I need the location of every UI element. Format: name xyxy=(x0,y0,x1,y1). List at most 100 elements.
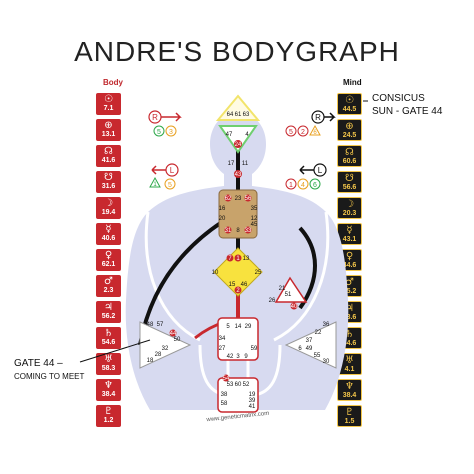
gate-55: 55 xyxy=(314,353,321,359)
mind-mars-value: 35.2 xyxy=(342,288,357,295)
right-arrow-top: R 5 2 6 xyxy=(285,110,336,137)
mind-sun-tile: ☉44.5 xyxy=(337,93,362,115)
gate-1: 1 xyxy=(236,256,240,262)
saturn-icon: ♄ xyxy=(345,329,354,340)
gate-32: 32 xyxy=(162,346,169,352)
gate-60: 60 xyxy=(235,382,242,388)
tone-number: 1 xyxy=(289,182,293,189)
gate-63: 63 xyxy=(243,112,250,118)
base-circle xyxy=(309,178,321,190)
mind-jupiter-value: 33.6 xyxy=(342,314,357,321)
sun-icon: ☉ xyxy=(104,94,113,105)
mind-venus-value: 44.6 xyxy=(342,262,357,269)
venus-icon: ♀ xyxy=(104,250,113,261)
jupiter-icon: ♃ xyxy=(104,302,113,313)
g-center xyxy=(213,247,263,297)
body-neptune-value: 38.4 xyxy=(101,391,116,398)
sacral-center xyxy=(217,317,259,361)
base-number: 6 xyxy=(313,130,317,136)
color-number: 3 xyxy=(169,129,173,136)
saturn-icon: ♄ xyxy=(104,328,113,339)
conscious-sun-note-line1: CONSICUS xyxy=(372,93,425,104)
pluto-icon: ♇ xyxy=(345,407,354,418)
tone-number: 1 xyxy=(153,182,157,188)
color-circle xyxy=(297,178,309,190)
gate-47: 47 xyxy=(226,132,233,138)
body-pluto-value: 1.2 xyxy=(103,417,114,424)
body-sun-tile: ☉7.1 xyxy=(96,93,121,115)
body-mars-value: 2.3 xyxy=(103,287,114,294)
gate-30: 30 xyxy=(323,359,330,365)
mind-uranus-value: 4.1 xyxy=(344,366,355,373)
gate-33: 33 xyxy=(245,228,252,234)
pluto-icon: ♇ xyxy=(104,406,113,417)
solar-plexus-center xyxy=(284,321,337,369)
arrow-circle xyxy=(313,163,327,177)
right-arrow-icon xyxy=(324,112,336,122)
neptune-icon: ♆ xyxy=(345,381,354,392)
tone-circle xyxy=(285,178,297,190)
gate-22: 22 xyxy=(315,330,322,336)
body-north-node-tile: ☊41.6 xyxy=(96,145,121,167)
body-south-node-tile: ☋31.6 xyxy=(96,171,121,193)
gate-7: 7 xyxy=(228,256,232,262)
body-uranus-value: 58.3 xyxy=(101,365,116,372)
heart-center xyxy=(274,276,308,303)
gate-42: 42 xyxy=(227,354,234,360)
gate-dot-7 xyxy=(226,254,234,262)
mind-moon-value: 20.3 xyxy=(342,210,357,217)
gate44-pointer xyxy=(79,339,151,363)
gate-62: 62 xyxy=(225,196,232,202)
arrow-letter: R xyxy=(152,113,158,122)
gate-50: 50 xyxy=(174,337,181,343)
gate-16: 16 xyxy=(219,206,226,212)
gate-45: 45 xyxy=(251,222,258,228)
moon-icon: ☽ xyxy=(345,199,354,210)
gate-9: 9 xyxy=(244,354,248,360)
mind-earth-tile: ⊕24.5 xyxy=(337,119,362,141)
arrow-letter: L xyxy=(318,166,323,175)
gate-dot-1 xyxy=(234,254,242,262)
right-arrow-bottom: L 1 4 6 xyxy=(285,163,327,190)
gate-28: 28 xyxy=(155,352,162,358)
gate-14: 14 xyxy=(235,324,242,330)
mercury-icon: ☿ xyxy=(105,224,112,235)
gate-49: 49 xyxy=(306,346,313,352)
body-venus-tile: ♀62.1 xyxy=(96,249,121,271)
gate-36: 36 xyxy=(323,322,330,328)
mind-neptune-tile: ♆38.4 xyxy=(337,379,362,401)
south-node-icon: ☋ xyxy=(104,172,113,183)
north-node-icon: ☊ xyxy=(104,146,113,157)
gate-dot-40 xyxy=(290,302,298,310)
gate-dot-33 xyxy=(244,226,252,234)
gate-34: 34 xyxy=(219,336,226,342)
gate-24: 24 xyxy=(235,142,242,148)
gate-dot-2 xyxy=(234,286,242,294)
gate44-note-line2: COMING TO MEET xyxy=(14,372,85,381)
color-number: 4 xyxy=(301,182,305,189)
body-mercury-value: 40.6 xyxy=(101,235,116,242)
gate-46: 46 xyxy=(241,282,248,288)
gate-23: 23 xyxy=(235,196,242,202)
conscious-sun-note-line2: SUN - GATE 44 xyxy=(372,106,443,117)
gate-dot-44 xyxy=(169,329,177,337)
gate-dot-54 xyxy=(222,374,230,382)
mind-mercury-value: 43.1 xyxy=(342,236,357,243)
body-moon-tile: ☽19.4 xyxy=(96,197,121,219)
jupiter-icon: ♃ xyxy=(345,303,354,314)
tone-circle xyxy=(153,125,165,137)
body-uranus-tile: ♅58.3 xyxy=(96,353,121,375)
gate-20: 20 xyxy=(219,216,226,222)
uranus-icon: ♅ xyxy=(345,355,354,366)
tone-circle xyxy=(285,125,297,137)
body-mercury-tile: ☿40.6 xyxy=(96,223,121,245)
venus-icon: ♀ xyxy=(345,251,354,262)
color-circle xyxy=(164,178,176,190)
gate-54: 54 xyxy=(223,376,230,382)
body-neptune-tile: ♆38.4 xyxy=(96,379,121,401)
gate-5: 5 xyxy=(226,324,230,330)
body-moon-value: 19.4 xyxy=(101,209,116,216)
south-node-icon: ☋ xyxy=(345,173,354,184)
gate-41: 41 xyxy=(249,404,256,410)
